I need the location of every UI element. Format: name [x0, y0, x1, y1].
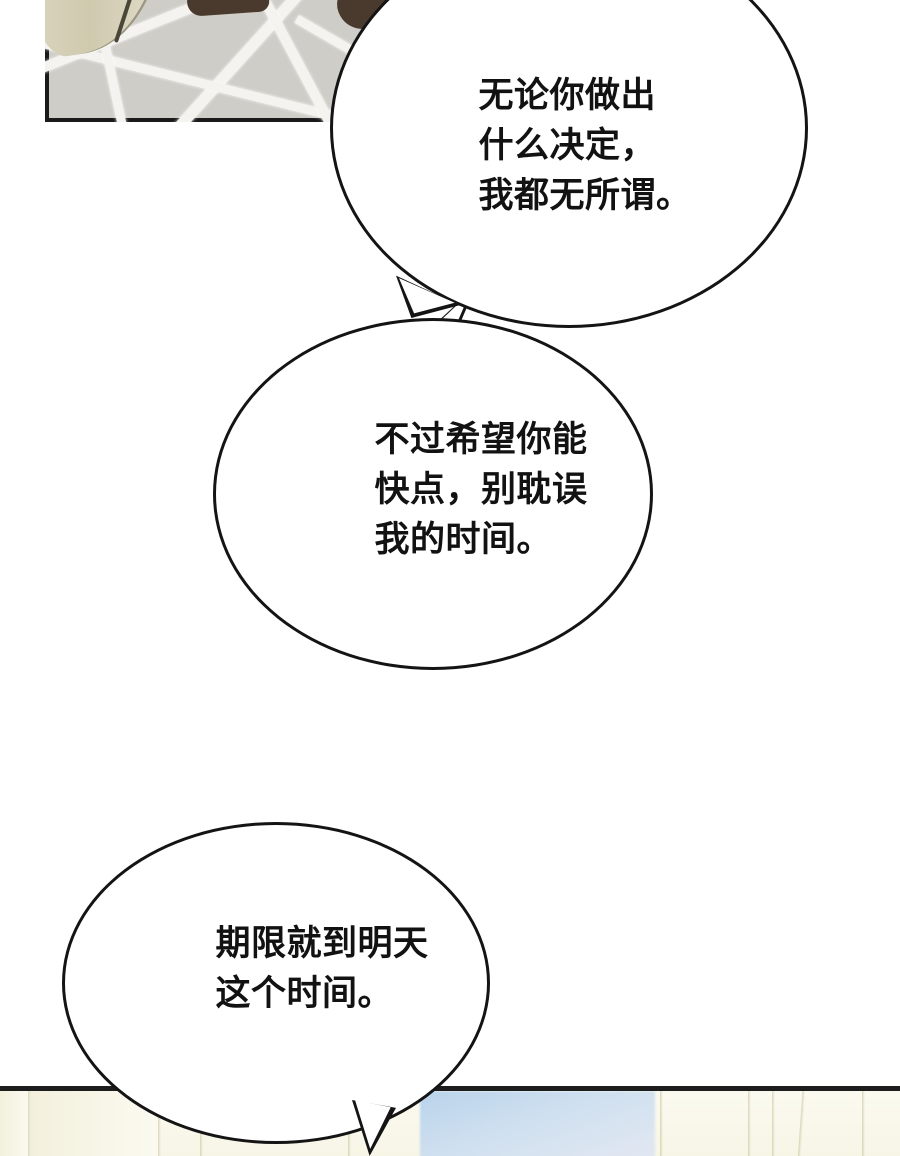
- drape-fold-line: [660, 1091, 663, 1156]
- drape-fold-line: [158, 1091, 161, 1156]
- speech-bubble-1-text: 无论你做出 什么决定， 我都无所谓。: [478, 76, 692, 216]
- speech-bubble-3-text: 期限就到明天 这个时间。: [215, 924, 429, 1014]
- drape-fold-line: [797, 1091, 806, 1156]
- panel-bottom: [0, 1086, 900, 1156]
- drape-fold-line: [28, 1091, 31, 1156]
- drape-panel: [0, 1091, 30, 1156]
- window-sky: [420, 1091, 655, 1156]
- drape-fold-line: [772, 1091, 775, 1156]
- boot-left-foot: [186, 0, 270, 17]
- skirt-hem: [45, 0, 187, 61]
- speech-bubble-3: 期限就到明天 这个时间。: [62, 822, 490, 1144]
- speech-bubble-1: 无论你做出 什么决定， 我都无所谓。: [330, 0, 808, 328]
- drape-fold-line: [748, 1091, 751, 1156]
- speech-bubble-2-text: 不过希望你能 快点，别耽误 我的时间。: [374, 420, 588, 560]
- speech-bubble-2: 不过希望你能 快点，别耽误 我的时间。: [213, 318, 653, 670]
- drape-fold-line: [862, 1091, 865, 1156]
